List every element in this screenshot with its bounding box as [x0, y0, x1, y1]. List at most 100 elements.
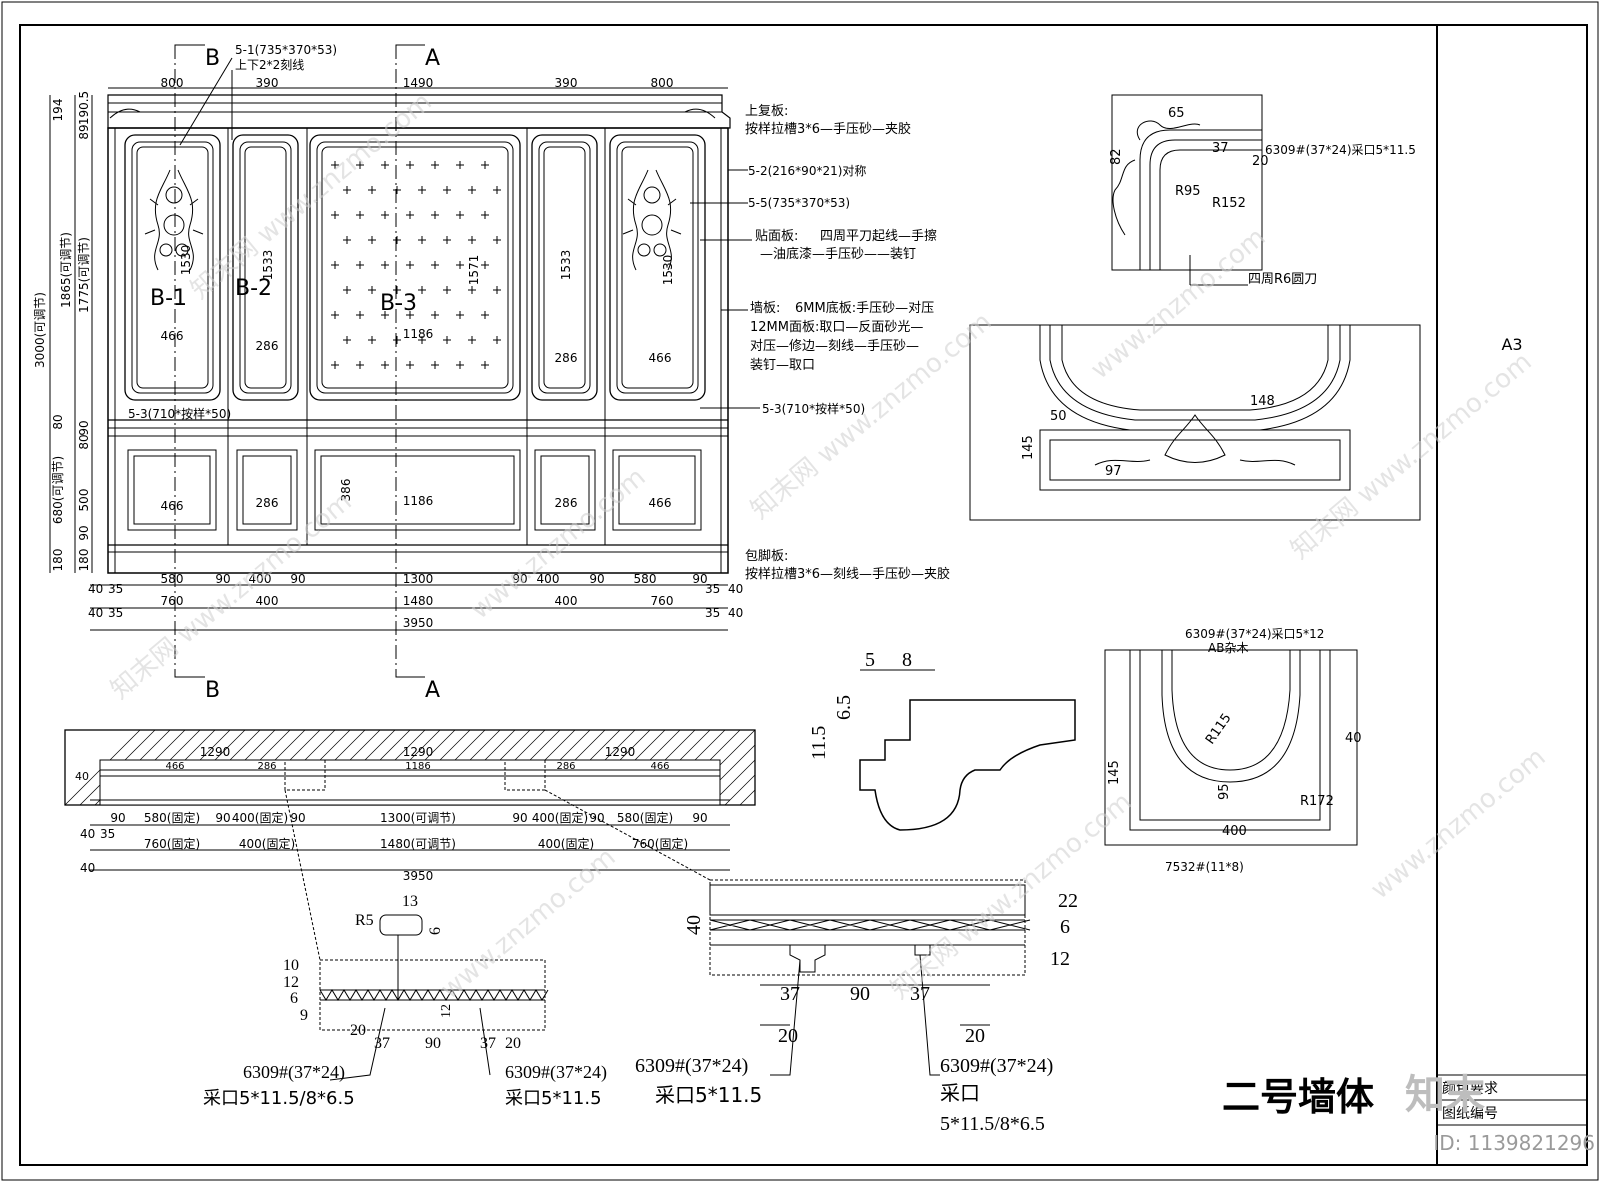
edge-dim-40b: 40 — [88, 606, 103, 620]
tuft-mark — [368, 286, 376, 294]
tuft-mark — [381, 161, 389, 169]
tuft-mark — [443, 236, 451, 244]
sec-right-label2b: 采口 — [940, 1081, 980, 1105]
sec-left-10: 10 — [283, 957, 299, 974]
sec-left-label2b: 采口5*11.5 — [505, 1088, 602, 1109]
panel-label-b2: B-2 — [235, 276, 272, 301]
plan-row2-2: 400(固定) — [239, 836, 295, 851]
tuft-mark — [431, 211, 439, 219]
bottom-total: 3950 — [403, 616, 434, 630]
bottom-row1-dim: 90 — [589, 572, 604, 586]
top-dim-1: 800 — [161, 76, 184, 90]
detail-arch: 50 148 145 97 — [969, 324, 1421, 521]
tuft-mark — [456, 261, 464, 269]
upper-panel-frame — [232, 134, 299, 401]
tuft-mark — [343, 236, 351, 244]
left-dim-1865: 1865(可调节) — [59, 232, 73, 308]
brand-logo: 知末 — [1405, 1072, 1485, 1118]
image-id: ID: 1139821296 — [1433, 1131, 1595, 1155]
section-marker-b-bottom: B — [205, 678, 220, 703]
tuft-mark — [468, 286, 476, 294]
plan-row1-dim: 400(固定) — [532, 810, 588, 825]
sec-left-20b: 20 — [505, 1035, 521, 1052]
note-5-5: 5-5(735*370*53) — [748, 196, 850, 210]
watermark-text: www.znzmo.com — [435, 842, 621, 1005]
upper-height-2: 1533 — [261, 250, 275, 281]
mark-5-3-left: 5-3(710*按样*50) — [128, 406, 231, 421]
note-skirting-title: 包脚板: — [745, 548, 788, 564]
tuft-mark — [418, 286, 426, 294]
arch-dim-50: 50 — [1050, 409, 1067, 424]
sheet-title: 二号墙体 — [1222, 1075, 1374, 1119]
tuft-mark — [356, 161, 364, 169]
edge-dim-35d: 35 — [705, 606, 720, 620]
upper-panel-frame — [531, 134, 598, 401]
watermark-text: 知末网 www.znzmo.com — [105, 487, 357, 706]
tuft-mark — [343, 286, 351, 294]
left-dim-90b: 90 — [77, 525, 91, 540]
profile-dim-5: 5 — [865, 649, 875, 671]
plan-edge-40c: 40 — [80, 861, 95, 875]
left-dim-89: 89 — [77, 124, 91, 139]
plan-row2-5: 760(固定) — [632, 836, 688, 851]
left-dim-194: 194 — [51, 99, 65, 122]
bottom-row2-5: 760 — [651, 594, 674, 608]
left-dim-180b: 180 — [77, 549, 91, 572]
lower-width-5: 466 — [649, 496, 672, 510]
tuft-mark — [331, 161, 339, 169]
plan-row1-dim: 90 — [215, 811, 230, 825]
tuft-mark — [393, 186, 401, 194]
tuft-mark — [456, 361, 464, 369]
detail-lower-arch: 6309#(37*24)采口5*12 AB杂木 R115 R172 145 95… — [1104, 627, 1362, 874]
sec-right-12: 12 — [1050, 948, 1070, 970]
bottom-row1-dim: 400 — [249, 572, 272, 586]
plan-top-3: 1290 — [605, 745, 636, 759]
upper-panel-field — [321, 146, 509, 389]
tuft-mark — [431, 311, 439, 319]
edge-dim-40d: 40 — [728, 606, 743, 620]
bottom-row2-4: 400 — [555, 594, 578, 608]
top-dim-2: 390 — [256, 76, 279, 90]
tuft-mark — [406, 261, 414, 269]
sec-right-20a: 20 — [778, 1025, 798, 1047]
tuft-mark — [493, 336, 501, 344]
leader-groove: 上下2*2刻线 — [235, 58, 304, 72]
top-dim-3: 1490 — [403, 76, 434, 90]
upper-width-2: 286 — [256, 339, 279, 353]
tuft-mark — [406, 211, 414, 219]
tuft-mark — [456, 311, 464, 319]
plan-row1-dim: 90 — [290, 811, 305, 825]
note-skirting-text: 按样拉槽3*6—刻线—手压砂—夹胶 — [745, 566, 950, 582]
corner-dim-82: 82 — [1109, 148, 1124, 165]
sec-left-9: 9 — [300, 1007, 308, 1024]
watermark-text: 知末网 www.znzmo.com — [885, 787, 1137, 1006]
title-block: 颜色要求 图纸编号 — [1437, 1074, 1587, 1126]
tuft-mark — [331, 261, 339, 269]
sec-right-37a: 37 — [780, 983, 800, 1005]
tuft-mark — [431, 161, 439, 169]
tufted-panel-pattern — [331, 161, 501, 369]
plan-row2-1: 760(固定) — [144, 836, 200, 851]
bottom-row1-dim: 90 — [692, 572, 707, 586]
lower-width-3: 1186 — [403, 494, 434, 508]
tuft-mark — [331, 211, 339, 219]
sheet-size-tag: A3 — [1501, 335, 1522, 354]
note-top-board-text: 按样拉槽3*6—手压砂—夹胶 — [745, 121, 911, 137]
tuft-mark — [406, 161, 414, 169]
plan-inner-4: 286 — [556, 761, 575, 772]
wall-elevation: B B A A B-1 B-2 B-3 5-1(735*370*53) 上下2*… — [107, 43, 731, 703]
section-marker-a-top: A — [425, 46, 440, 71]
lower-width-1: 466 — [161, 499, 184, 513]
upper-panel-field — [621, 146, 694, 389]
plan-inner-5: 466 — [650, 761, 669, 772]
tuft-mark — [443, 186, 451, 194]
corner-dim-37: 37 — [1212, 141, 1229, 156]
sec-left-90: 90 — [425, 1035, 441, 1052]
panel-dimensions: 466 286 1186 286 466 1530 1533 1571 1533… — [128, 245, 675, 513]
note-wall-text: 6MM底板:手压砂—对压 — [795, 300, 934, 316]
bottom-row1-dim: 90 — [512, 572, 527, 586]
left-dim-680: 680(可调节) — [51, 456, 65, 524]
tuft-mark — [343, 336, 351, 344]
edge-dim-35c: 35 — [705, 582, 720, 596]
